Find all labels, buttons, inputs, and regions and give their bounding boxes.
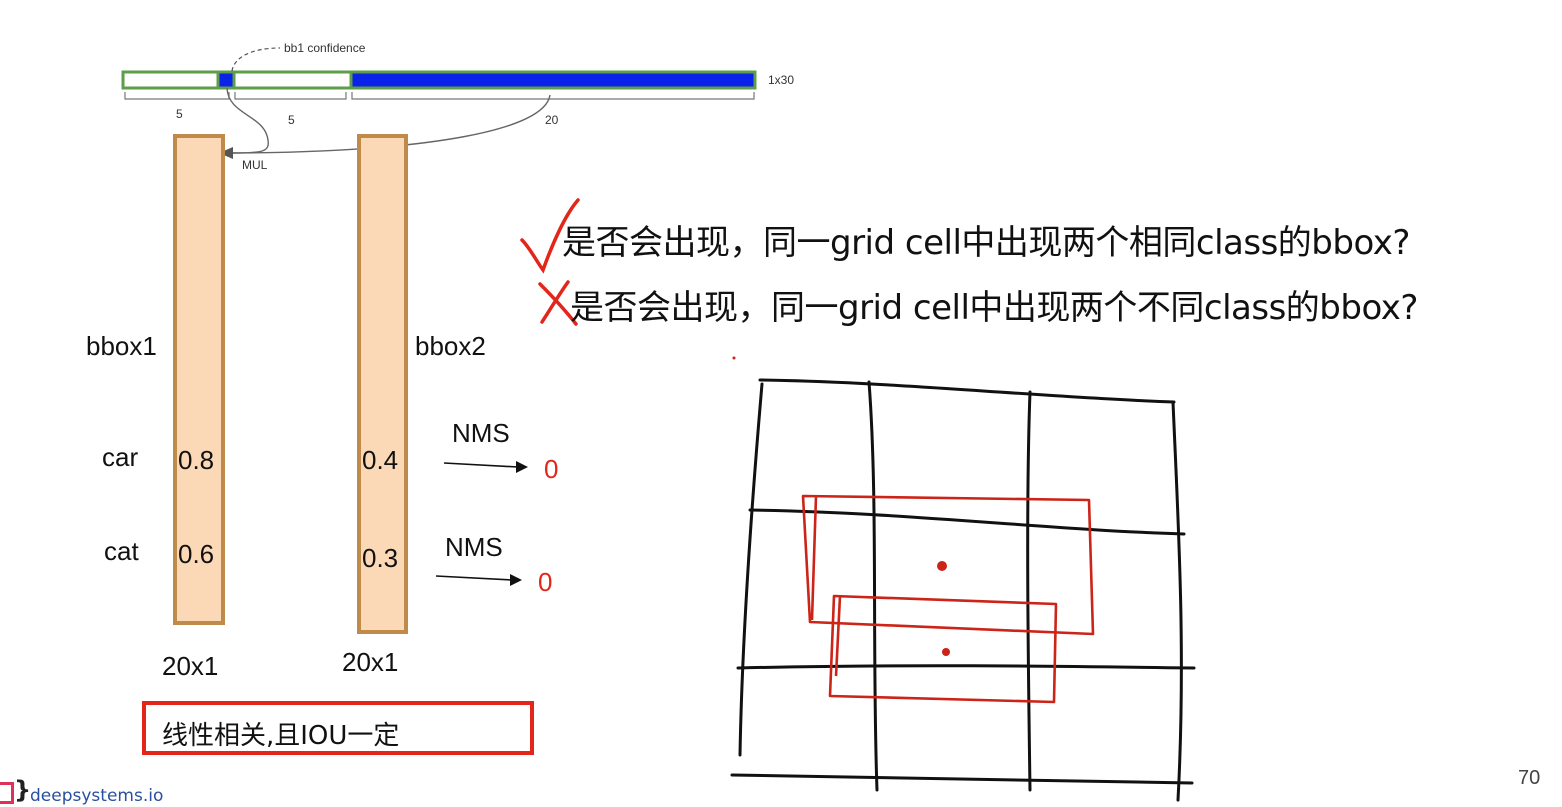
bbox2-cat-score: 0.3: [362, 543, 399, 573]
bbox1-label: bbox1: [86, 331, 157, 361]
nms-result-1: 0: [544, 454, 559, 484]
center-dots: [732, 356, 950, 656]
bbox2-size-label: 20x1: [342, 647, 399, 677]
segment-3-label: 20: [545, 113, 559, 127]
stray-dot: [732, 356, 736, 360]
row-label-cat: cat: [104, 536, 139, 566]
logo-mark-icon: [0, 782, 14, 804]
logo-brace-icon: }: [14, 776, 32, 804]
bbox2-car-score: 0.4: [362, 445, 399, 475]
nms-label-1: NMS: [452, 418, 510, 448]
question-different-class: 是否会出现，同一grid cell中出现两个不同class的bbox?: [570, 288, 1418, 328]
segment-braces: [124, 92, 755, 100]
red-bounding-boxes: [801, 494, 1095, 704]
nms-result-2: 0: [538, 567, 553, 597]
bbox2-bar: [357, 134, 408, 634]
page-number: 70: [1518, 767, 1541, 789]
nms-arrows: [435, 461, 528, 586]
bbox1-size-label: 20x1: [162, 651, 219, 681]
row-label-car: car: [102, 442, 139, 472]
mul-arrows: [226, 87, 551, 154]
bbox1-cat-score: 0.6: [178, 539, 215, 569]
brand-name: deepsystems.io: [30, 786, 164, 806]
vector-segment-bbox1: [121, 70, 220, 90]
hand-drawn-grid: [730, 378, 1196, 802]
vector-size-label: 1x30: [768, 73, 795, 87]
note-box: 线性相关,且IOU一定: [142, 701, 534, 755]
segment-1-label: 5: [176, 107, 183, 121]
bbox1-bar: [173, 134, 225, 625]
vector-segment-classes: [349, 70, 757, 90]
bounding-box-1: [801, 494, 1095, 636]
confidence-label: bb1 confidence: [284, 41, 366, 55]
vector-confidence-cell: [216, 70, 236, 90]
cross-mark: [538, 280, 578, 326]
question-same-class: 是否会出现，同一grid cell中出现两个相同class的bbox?: [562, 223, 1410, 263]
vector-1x30: [121, 70, 757, 90]
mul-label: MUL: [242, 158, 268, 172]
note-text: 线性相关,且IOU一定: [162, 721, 400, 751]
vector-segment-bbox2: [232, 70, 353, 90]
bbox1-car-score: 0.8: [178, 445, 215, 475]
center-dot-2: [942, 648, 950, 656]
check-mark: [520, 198, 580, 274]
center-dot-1: [937, 561, 947, 571]
segment-2-label: 5: [288, 113, 295, 127]
bounding-box-2: [828, 594, 1058, 704]
confidence-leader: [231, 47, 281, 72]
mul-arrowhead: [219, 147, 233, 159]
bbox2-label: bbox2: [415, 331, 486, 361]
nms-label-2: NMS: [445, 532, 503, 562]
